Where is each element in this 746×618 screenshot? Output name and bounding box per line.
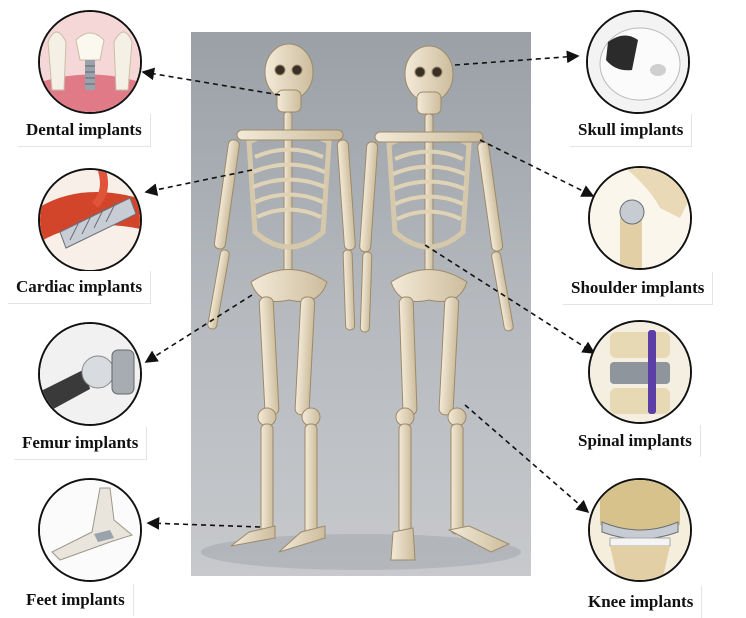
feet-implant-image xyxy=(38,478,142,582)
label-shoulder: Shoulder implants xyxy=(563,272,713,305)
shoulder-implant-image xyxy=(588,166,692,270)
label-spinal: Spinal implants xyxy=(570,425,701,457)
label-cardiac: Cardiac implants xyxy=(8,271,151,304)
arrow-cardiac xyxy=(146,170,252,192)
arrow-knee xyxy=(465,405,588,512)
spinal-implant-image xyxy=(588,320,692,424)
arrow-skull xyxy=(455,56,578,65)
label-skull: Skull implants xyxy=(570,114,692,147)
dental-implant-image xyxy=(38,10,142,114)
skull-implant-image xyxy=(586,10,690,114)
label-knee: Knee implants xyxy=(580,586,702,618)
arrow-dental xyxy=(143,72,280,95)
cardiac-implant-image xyxy=(38,168,142,272)
knee-implant-image xyxy=(588,478,692,582)
arrow-femur xyxy=(146,295,252,362)
arrow-shoulder xyxy=(480,140,593,196)
label-dental: Dental implants xyxy=(18,114,151,147)
label-femur: Femur implants xyxy=(14,427,147,460)
femur-implant-image xyxy=(38,322,142,426)
label-feet: Feet implants xyxy=(18,584,134,616)
arrow-feet xyxy=(148,523,260,527)
